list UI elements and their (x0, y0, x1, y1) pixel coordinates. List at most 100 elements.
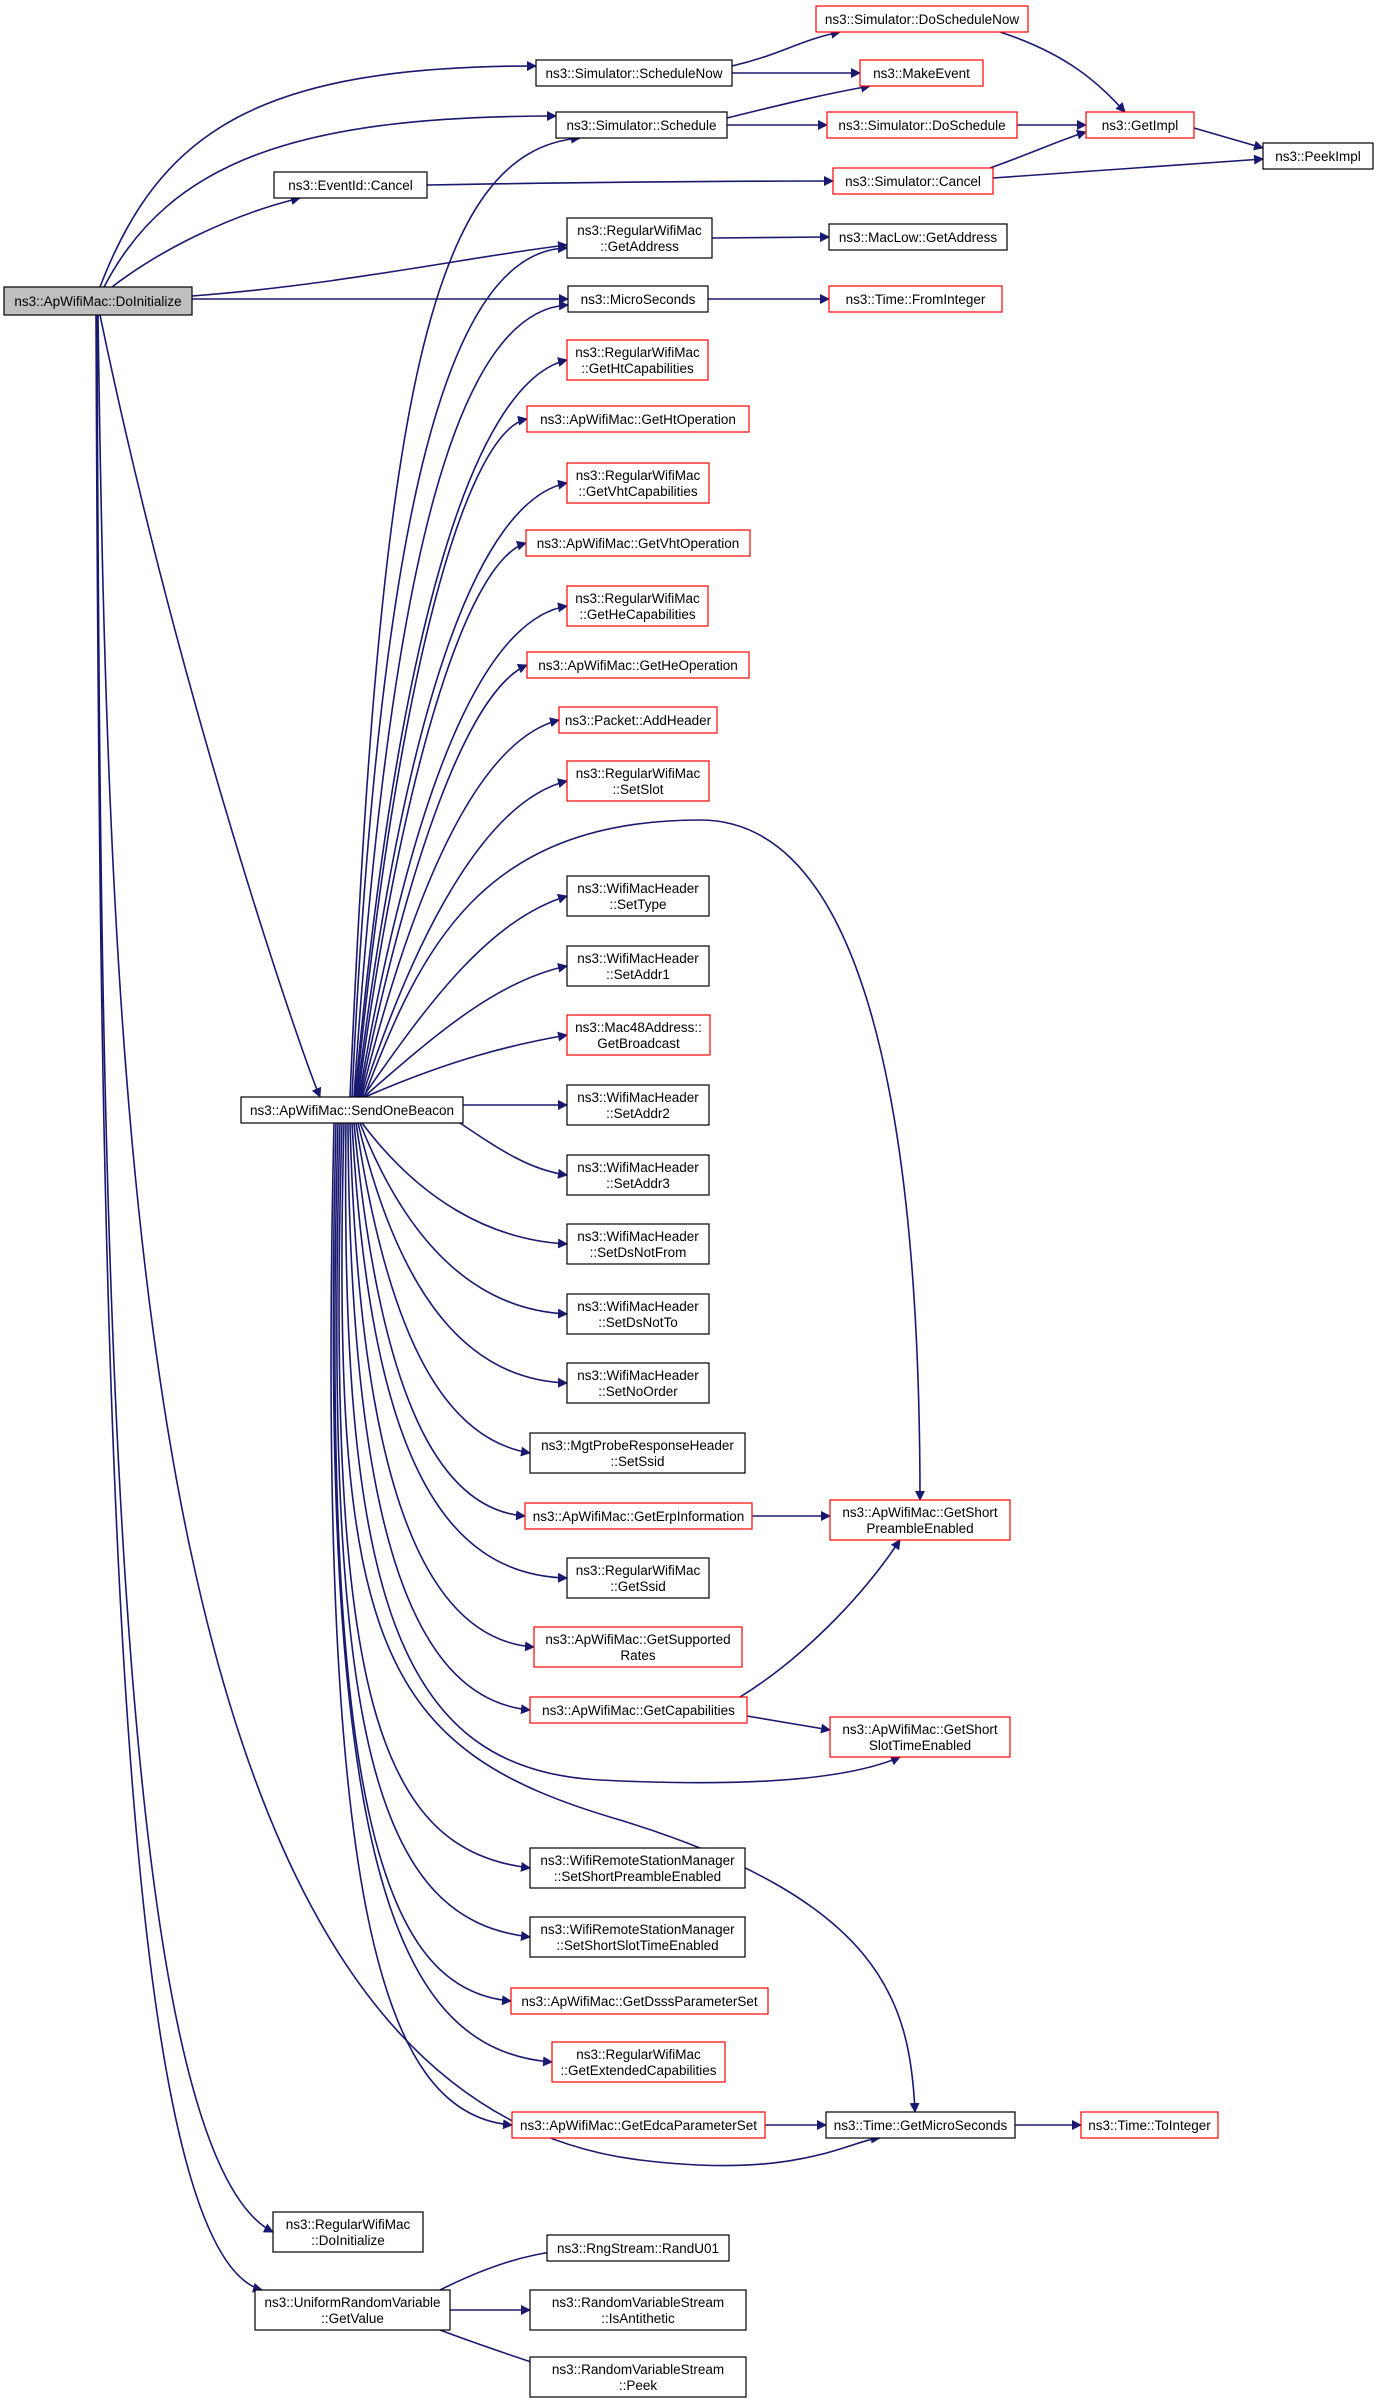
node-randu01[interactable]: ns3::RngStream::RandU01 (546, 2234, 730, 2262)
node-box (567, 285, 709, 313)
node-gethecap[interactable]: ns3::RegularWifiMac::GetHeCapabilities (566, 585, 709, 627)
edge-sendbeacon-to-gethtcap (354, 357, 568, 1098)
edge-sendbeacon-to-gethtop (355, 415, 528, 1098)
node-box (566, 760, 710, 802)
node-dsss[interactable]: ns3::ApWifiMac::GetDsssParameterSet (510, 1987, 769, 2015)
node-getimpl[interactable]: ns3::GetImpl (1085, 111, 1195, 139)
node-maclow[interactable]: ns3::MacLow::GetAddress (828, 223, 1008, 251)
node-setnoorder[interactable]: ns3::WifiMacHeader::SetNoOrder (566, 1362, 710, 1404)
node-rwm_getaddr[interactable]: ns3::RegularWifiMac::GetAddress (566, 217, 713, 259)
node-label: ns3::WifiMacHeader (577, 1090, 699, 1105)
node-getvhtop[interactable]: ns3::ApWifiMac::GetVhtOperation (525, 529, 751, 557)
node-getmicro[interactable]: ns3::Time::GetMicroSeconds (825, 2111, 1016, 2139)
node-micro[interactable]: ns3::MicroSeconds (567, 285, 709, 313)
edge-doinit-to-getmicro (97, 314, 881, 2167)
node-gethtop[interactable]: ns3::ApWifiMac::GetHtOperation (526, 405, 750, 433)
node-box (529, 2356, 747, 2398)
edge-sendbeacon-to-gethecap (358, 602, 568, 1098)
node-setaddr2[interactable]: ns3::WifiMacHeader::SetAddr2 (566, 1084, 710, 1126)
node-cancel[interactable]: ns3::EventId::Cancel (273, 171, 428, 199)
node-label: ns3::ApWifiMac::GetHeOperation (538, 658, 738, 673)
edge-sendbeacon-to-rsm_pre (338, 1122, 531, 1872)
node-box (566, 875, 710, 917)
node-label: ::SetDsNotFrom (590, 1245, 687, 1260)
node-setssid[interactable]: ns3::MgtProbeResponseHeader::SetSsid (529, 1432, 746, 1474)
edge-doinit-to-sched (103, 111, 557, 288)
node-addheader[interactable]: ns3::Packet::AddHeader (558, 706, 718, 734)
edge-getcaps-to-shortpreamble (739, 1539, 901, 1698)
node-box (566, 1154, 710, 1196)
node-setaddr1[interactable]: ns3::WifiMacHeader::SetAddr1 (566, 945, 710, 987)
node-box (1085, 111, 1195, 139)
edge-sendbeacon-to-setslot (361, 778, 568, 1098)
node-box (526, 405, 750, 433)
node-dosnow[interactable]: ns3::Simulator::DoScheduleNow (815, 5, 1029, 33)
node-label: ns3::Simulator::Cancel (845, 174, 981, 189)
node-label: ns3::Simulator::ScheduleNow (545, 66, 722, 81)
node-label: ns3::ApWifiMac::GetShort (842, 1722, 998, 1737)
node-label: ns3::WifiMacHeader (577, 1229, 699, 1244)
node-label: PreambleEnabled (866, 1521, 973, 1536)
edge-getimpl-to-peekimpl (1193, 127, 1264, 151)
node-box (566, 585, 709, 627)
node-getheop[interactable]: ns3::ApWifiMac::GetHeOperation (526, 651, 750, 679)
node-getvalue[interactable]: ns3::UniformRandomVariable::GetValue (254, 2289, 451, 2331)
node-label: GetBroadcast (597, 1036, 680, 1051)
node-label: ns3::WifiMacHeader (577, 1368, 699, 1383)
edge-sendbeacon-to-getsuprates (349, 1122, 535, 1652)
node-box (546, 2234, 730, 2262)
node-schednow[interactable]: ns3::Simulator::ScheduleNow (535, 59, 733, 87)
node-setaddr3[interactable]: ns3::WifiMacHeader::SetAddr3 (566, 1154, 710, 1196)
node-getssid[interactable]: ns3::RegularWifiMac::GetSsid (566, 1557, 710, 1599)
node-geterp[interactable]: ns3::ApWifiMac::GetErpInformation (524, 1502, 753, 1530)
node-rwm_doinit[interactable]: ns3::RegularWifiMac::DoInitialize (272, 2211, 424, 2253)
edge-sendbeacon-to-getvhtop (357, 540, 527, 1098)
node-label: ns3::RegularWifiMac (576, 2047, 701, 2062)
node-box (566, 945, 710, 987)
edge-sendbeacon-to-dsss (334, 1122, 512, 2006)
node-box (3, 286, 193, 316)
node-setdsnotto[interactable]: ns3::WifiMacHeader::SetDsNotTo (566, 1293, 710, 1335)
node-setdsnotfrom[interactable]: ns3::WifiMacHeader::SetDsNotFrom (566, 1223, 710, 1265)
edge-sendbeacon-to-setdsnotfrom (361, 1122, 568, 1249)
node-frominteger[interactable]: ns3::Time::FromInteger (828, 285, 1003, 313)
node-doinit[interactable]: ns3::ApWifiMac::DoInitialize (3, 286, 193, 316)
node-label: ns3::RngStream::RandU01 (557, 2241, 719, 2256)
node-setslot[interactable]: ns3::RegularWifiMac::SetSlot (566, 760, 710, 802)
node-extcaps[interactable]: ns3::RegularWifiMac::GetExtendedCapabili… (551, 2041, 726, 2083)
node-label: ns3::RegularWifiMac (576, 1563, 701, 1578)
node-peek[interactable]: ns3::RandomVariableStream::Peek (529, 2356, 747, 2398)
node-makeevent[interactable]: ns3::MakeEvent (859, 59, 984, 87)
node-label: ns3::RegularWifiMac (577, 223, 702, 238)
node-label: ::GetVhtCapabilities (578, 484, 698, 499)
node-sched[interactable]: ns3::Simulator::Schedule (555, 111, 728, 139)
node-isanti[interactable]: ns3::RandomVariableStream::IsAntithetic (529, 2289, 747, 2331)
node-gethtcap[interactable]: ns3::RegularWifiMac::GetHtCapabilities (566, 339, 709, 381)
node-peekimpl[interactable]: ns3::PeekImpl (1262, 142, 1374, 170)
node-tointeger[interactable]: ns3::Time::ToInteger (1080, 2111, 1219, 2139)
edge-sched-to-makeevent (726, 82, 871, 119)
node-rsm_pre[interactable]: ns3::WifiRemoteStationManager::SetShortP… (529, 1847, 746, 1889)
edge-sendbeacon-to-setssid (355, 1122, 531, 1457)
node-getcaps[interactable]: ns3::ApWifiMac::GetCapabilities (529, 1696, 748, 1724)
node-getbcast[interactable]: ns3::Mac48Address::GetBroadcast (566, 1014, 711, 1056)
node-settype[interactable]: ns3::WifiMacHeader::SetType (566, 875, 710, 917)
node-box (524, 1502, 753, 1530)
edge-sendbeacon-to-micro (353, 300, 569, 1098)
node-sendbeacon[interactable]: ns3::ApWifiMac::SendOneBeacon (240, 1096, 464, 1124)
node-dosched[interactable]: ns3::Simulator::DoSchedule (826, 111, 1018, 139)
node-label: ns3::WifiMacHeader (577, 951, 699, 966)
node-layer: ns3::ApWifiMac::DoInitialize ns3::Simulat… (3, 5, 1374, 2398)
node-label: ns3::ApWifiMac::SendOneBeacon (250, 1103, 454, 1118)
node-edca[interactable]: ns3::ApWifiMac::GetEdcaParameterSet (511, 2111, 766, 2139)
node-simcancel[interactable]: ns3::Simulator::Cancel (832, 167, 994, 195)
node-getvhtcap[interactable]: ns3::RegularWifiMac::GetVhtCapabilities (566, 462, 710, 504)
node-rsm_slot[interactable]: ns3::WifiRemoteStationManager::SetShortS… (529, 1916, 746, 1958)
edge-sendbeacon-to-addheader (360, 717, 560, 1098)
node-box (829, 1499, 1011, 1541)
edge-sendbeacon-to-getmicro (341, 1122, 920, 2113)
edge-doinit-to-schednow (99, 61, 537, 288)
